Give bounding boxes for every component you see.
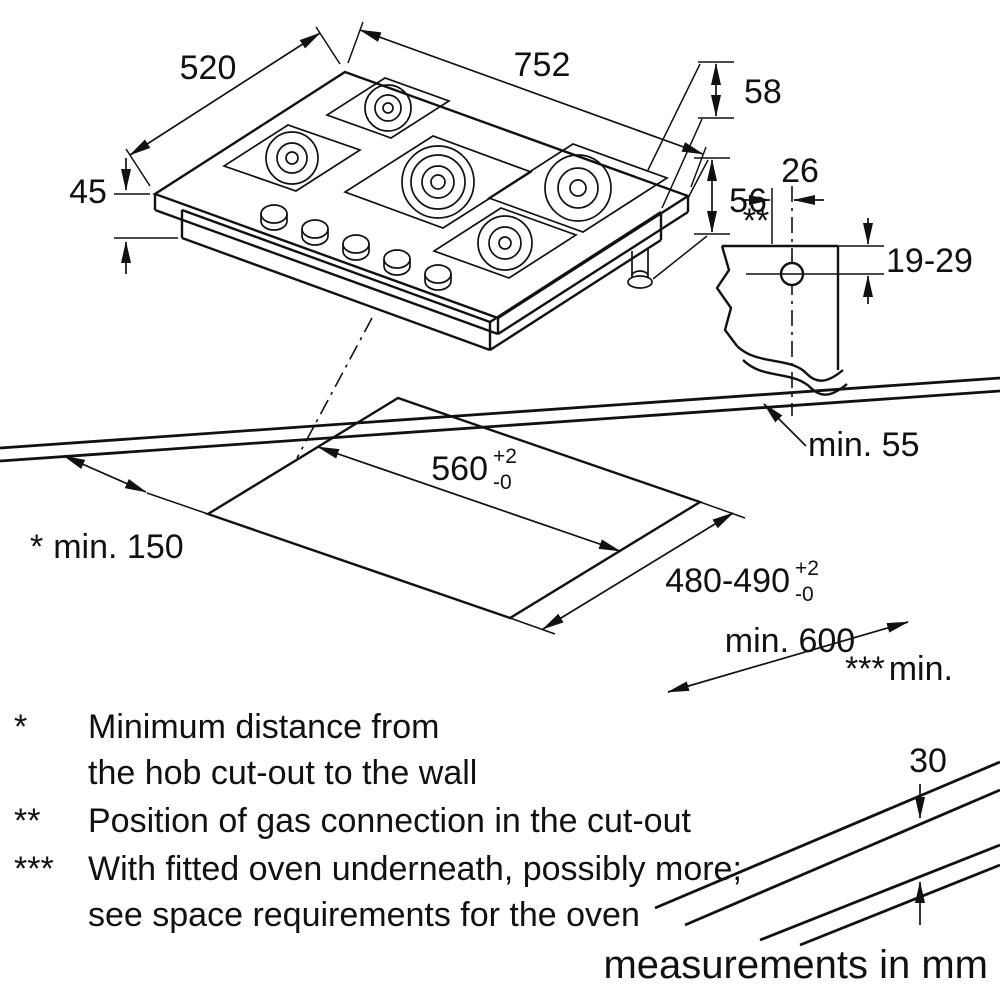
clearance-min-600: min. 600 xyxy=(667,621,909,693)
rear-clearance-label: min. 55 xyxy=(808,426,920,464)
wall-clearance-label: *min. 150 xyxy=(30,528,184,566)
section-break-curve xyxy=(736,345,844,382)
gas-connection-detail: 26 ** 19-29 xyxy=(715,152,973,416)
oven-front-edge xyxy=(759,843,1000,947)
dim-gas-detail-19-29: 19-29 xyxy=(863,218,973,304)
dim-hob-height: 45 xyxy=(69,158,178,274)
cutout-width-label: 560 xyxy=(431,450,488,488)
worktop-back-edge xyxy=(0,376,1000,463)
footnote-text: the hob cut-out to the wall xyxy=(88,754,477,792)
hob-burner-tray xyxy=(180,208,663,352)
footnote-wall: * Minimum distance from the hob cut-out … xyxy=(14,708,477,792)
dim-hob-width: 752 xyxy=(347,21,707,188)
footnote-oven: *** With fitted oven underneath, possibl… xyxy=(14,850,742,934)
clearance-min-150: *min. 150 xyxy=(30,455,209,566)
gas-detail-marker: ** xyxy=(743,202,769,240)
gas-detail-offset-label: 26 xyxy=(781,152,819,190)
cutout-depth-tol-plus: +2 xyxy=(795,557,819,580)
oven-clearance-label: ***min. xyxy=(845,650,953,688)
footnote-symbol: * xyxy=(14,708,27,746)
hob-width-label: 752 xyxy=(514,46,571,84)
cutout-width-tol-minus: -0 xyxy=(493,471,512,494)
footnotes: * Minimum distance from the hob cut-out … xyxy=(14,708,742,934)
gas-offset-vert-label: 58 xyxy=(744,73,782,111)
clearance-min-55: min. 55 xyxy=(763,403,920,464)
cutout-depth-tol-minus: -0 xyxy=(795,583,814,606)
knob xyxy=(301,219,329,246)
hob-top-face xyxy=(152,70,691,320)
footnote-text: Minimum distance from xyxy=(88,708,439,746)
gas-pipe xyxy=(627,249,653,289)
dim-cutout-width: 560 +2 -0 xyxy=(317,441,621,552)
footnote-symbol: ** xyxy=(14,802,40,840)
knob xyxy=(383,249,411,276)
worktop-front-edge xyxy=(654,760,1000,927)
gas-detail-range-label: 19-29 xyxy=(886,242,973,280)
cutout-width-tol-plus: +2 xyxy=(493,445,517,468)
section-break-curve xyxy=(742,359,848,396)
worktop-depth-label: min. 600 xyxy=(725,622,855,660)
hob-depth-label: 520 xyxy=(180,49,237,87)
cutout-outline xyxy=(205,396,703,620)
cutout-depth-label: 480-490 xyxy=(665,562,790,600)
dim-cutout-depth: 480-490 +2 -0 xyxy=(509,501,823,635)
knob xyxy=(424,264,452,291)
dim-gas-58: 58 xyxy=(647,61,782,209)
knob xyxy=(342,234,370,261)
clearance-min-30: ***min. 30 xyxy=(845,650,953,925)
section-break-edge xyxy=(715,245,738,347)
footnote-gas: ** Position of gas connection in the cut… xyxy=(14,802,691,840)
dim-hob-depth: 520 xyxy=(125,26,341,187)
hob-height-label: 45 xyxy=(69,173,107,211)
control-knobs xyxy=(260,204,452,291)
footnote-text: With fitted oven underneath, possibly mo… xyxy=(88,850,742,888)
knob xyxy=(260,204,288,231)
oven-clearance-value: 30 xyxy=(909,742,947,780)
units-note: measurements in mm xyxy=(603,943,988,987)
hob-projection-centerline xyxy=(296,317,373,459)
footnote-symbol: *** xyxy=(14,850,54,888)
burner-front-center xyxy=(432,207,578,279)
footnote-text: see space requirements for the oven xyxy=(88,896,640,934)
hob xyxy=(152,70,691,352)
footnote-text: Position of gas connection in the cut-ou… xyxy=(88,802,691,840)
dim-gas-detail-26: 26 xyxy=(742,152,824,205)
